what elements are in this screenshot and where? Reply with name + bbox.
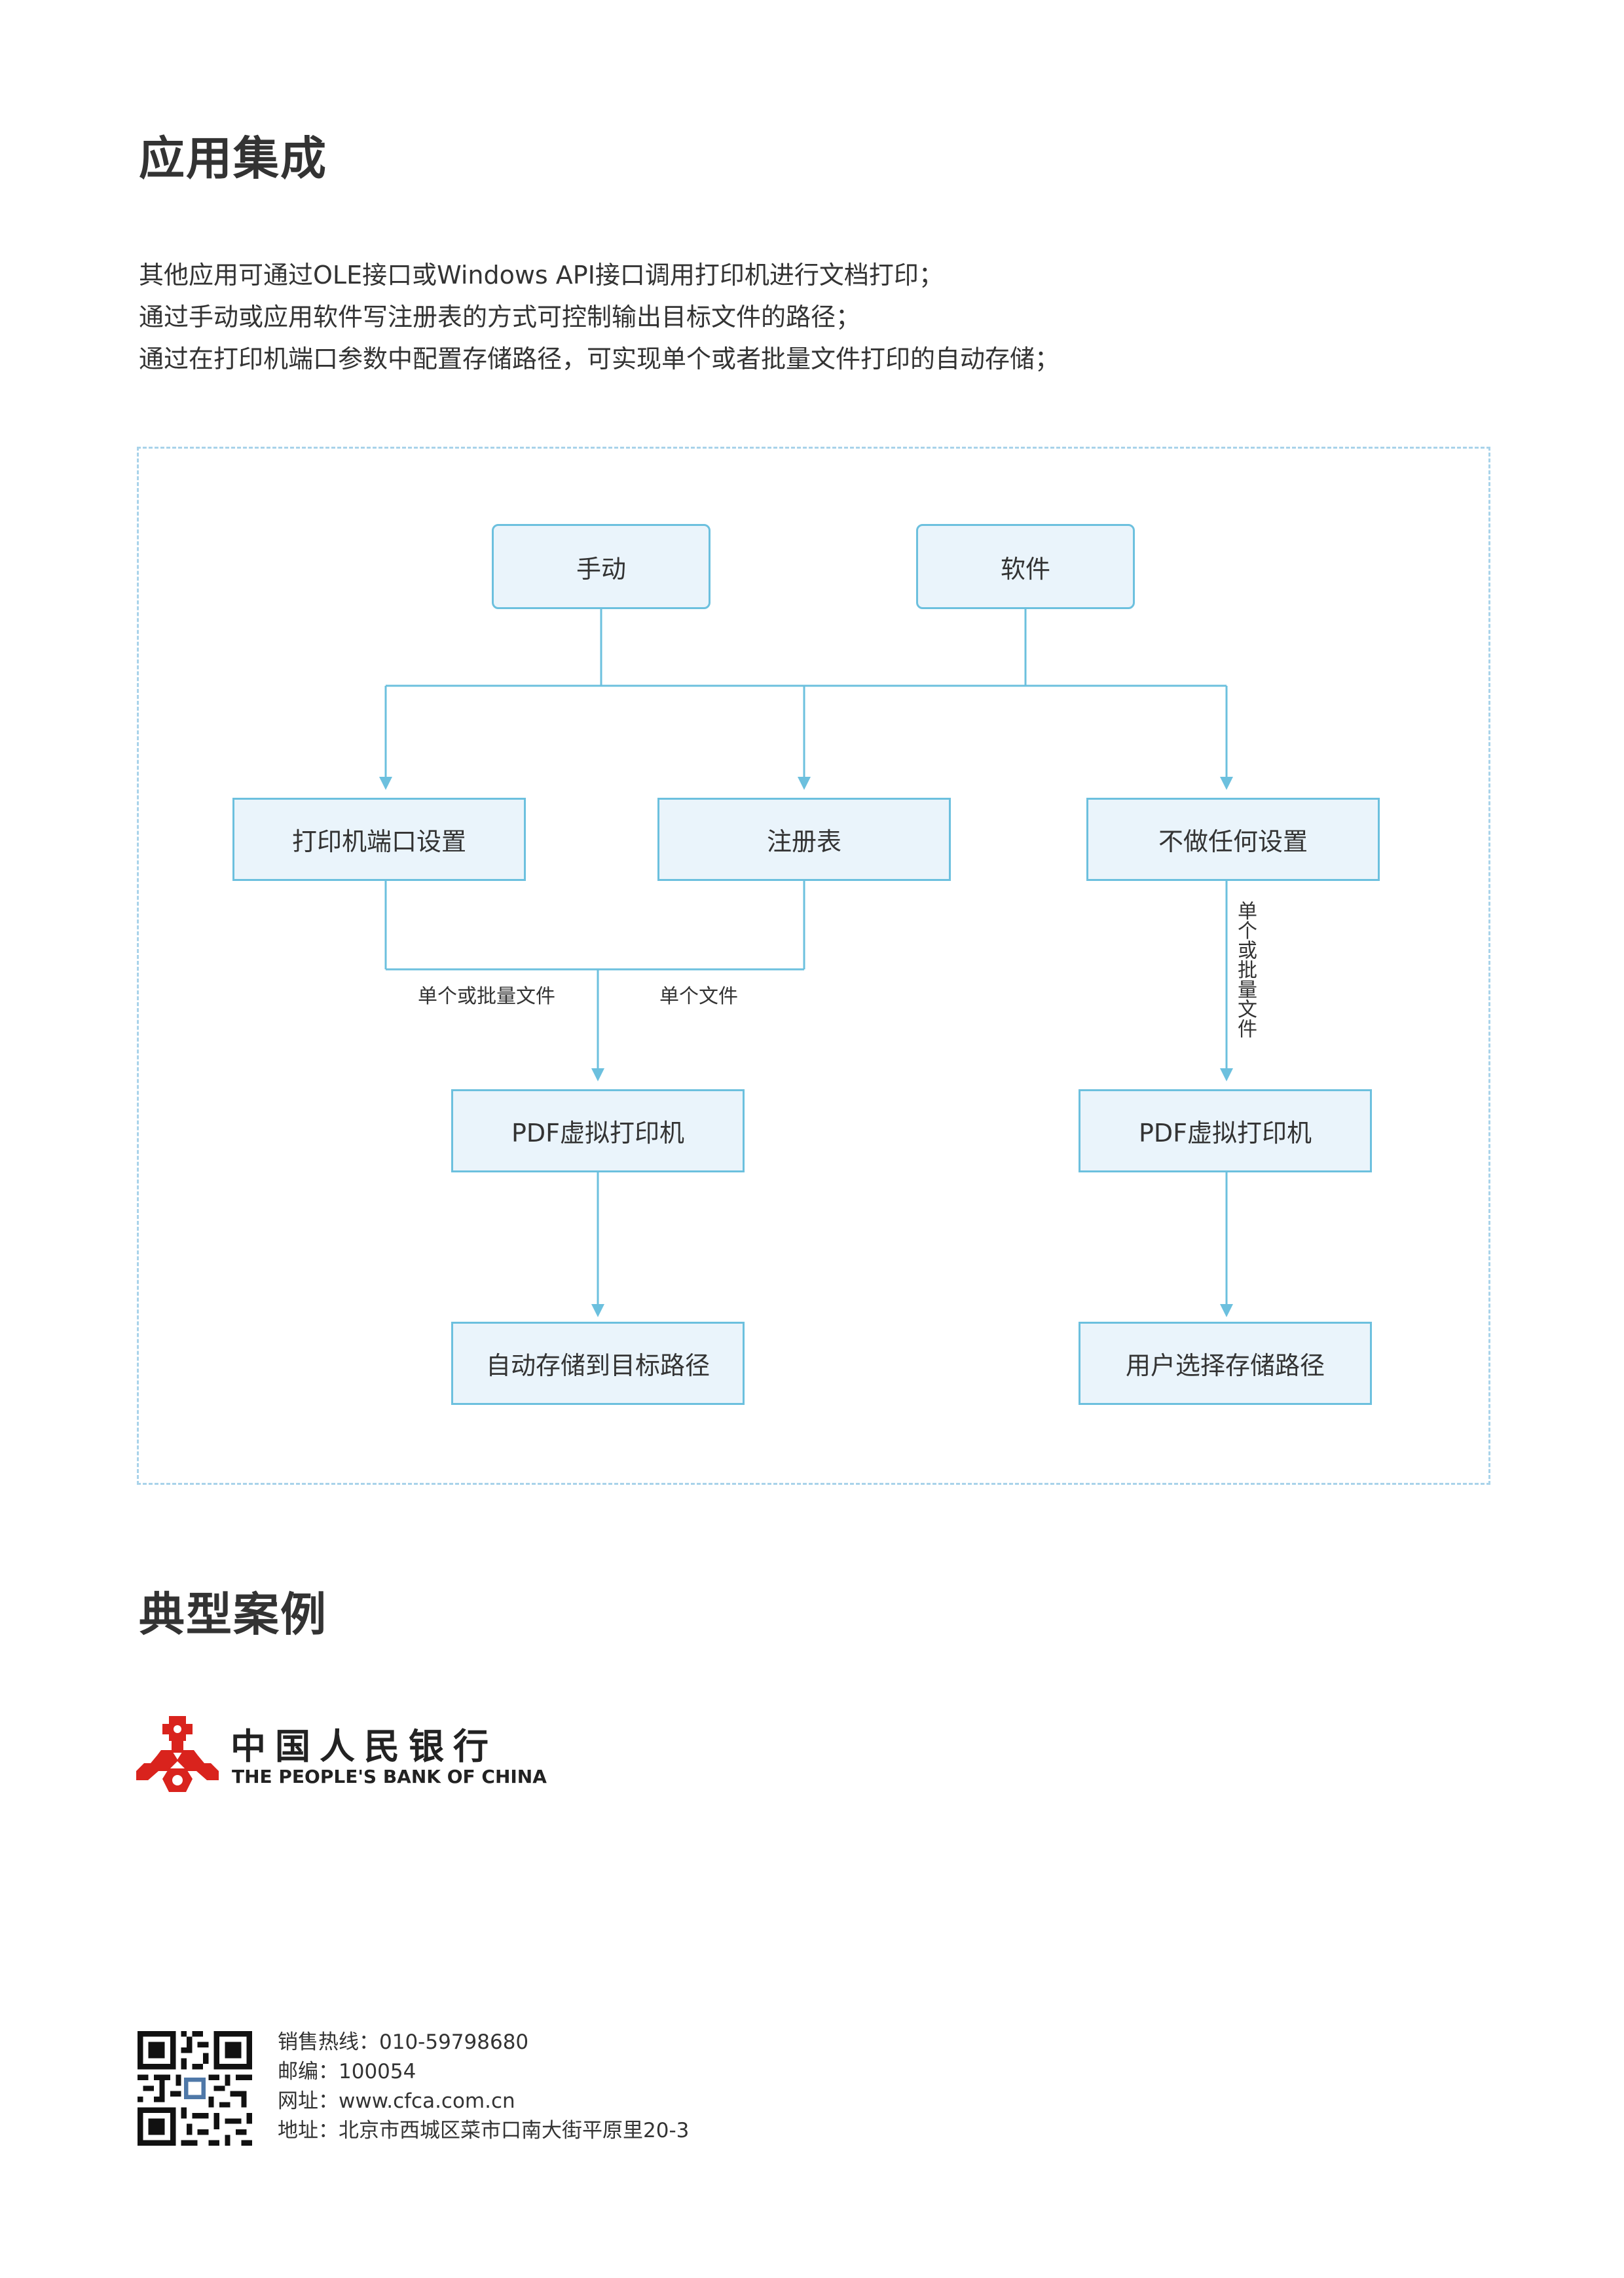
contact-website: 网址：www.cfca.com.cn	[278, 2089, 515, 2113]
qr-code-icon	[138, 2031, 252, 2146]
pboc-name-cn: 中国人民银行	[231, 1725, 498, 1767]
arrowhead-registry	[798, 777, 811, 790]
node-pdf-printer-left: PDF虚拟打印机	[451, 1089, 745, 1172]
node-printer-port-setting: 打印机端口设置	[232, 798, 526, 881]
intro-line-ole: 其他应用可通过OLE接口或Windows API接口调用打印机进行文档打印；	[139, 261, 944, 289]
intro-line-port: 通过在打印机端口参数中配置存储路径，可实现单个或者批量文件打印的自动存储；	[139, 345, 1060, 373]
node-manual: 手动	[492, 524, 710, 609]
edge-label-single-or-batch-vertical: 单个或批量文件	[1230, 901, 1257, 1038]
contact-postcode: 邮编：100054	[278, 2060, 416, 2083]
contact-sales-hotline: 销售热线：010-59798680	[278, 2030, 529, 2054]
edge-label-single-or-batch: 单个或批量文件	[418, 985, 555, 1008]
arrowhead-left-printer	[591, 1068, 604, 1081]
arrowhead-auto-save	[591, 1304, 604, 1317]
intro-line-registry: 通过手动或应用软件写注册表的方式可控制输出目标文件的路径；	[139, 303, 861, 331]
contact-info: 销售热线：010-59798680 邮编：100054 网址：www.cfca.…	[278, 2028, 689, 2146]
pboc-logo: 中国人民银行 THE PEOPLE'S BANK OF CHINA	[135, 1715, 547, 1793]
pboc-emblem-icon	[136, 1716, 219, 1792]
arrowhead-no-setting	[1220, 777, 1233, 790]
arrowhead-right-printer	[1220, 1068, 1233, 1081]
section-title-integration: 应用集成	[139, 132, 327, 185]
node-registry: 注册表	[657, 798, 951, 881]
arrowhead-user-choose	[1220, 1304, 1233, 1317]
node-pdf-printer-right: PDF虚拟打印机	[1079, 1089, 1372, 1172]
arrowhead-printer-port	[379, 777, 392, 790]
edge-label-single-file: 单个文件	[659, 985, 738, 1008]
intro-paragraphs: 其他应用可通过OLE接口或Windows API接口调用打印机进行文档打印； 通…	[139, 254, 1060, 380]
contact-address: 地址：北京市西城区菜市口南大街平原里20-3	[278, 2119, 690, 2142]
node-auto-save-target-path: 自动存储到目标路径	[451, 1322, 745, 1405]
pboc-name-en: THE PEOPLE'S BANK OF CHINA	[232, 1766, 547, 1787]
node-no-setting: 不做任何设置	[1086, 798, 1380, 881]
node-user-choose-path: 用户选择存储路径	[1079, 1322, 1372, 1405]
section-title-cases: 典型案例	[139, 1588, 327, 1641]
node-software: 软件	[916, 524, 1135, 609]
flowchart-frame	[137, 447, 1490, 1485]
